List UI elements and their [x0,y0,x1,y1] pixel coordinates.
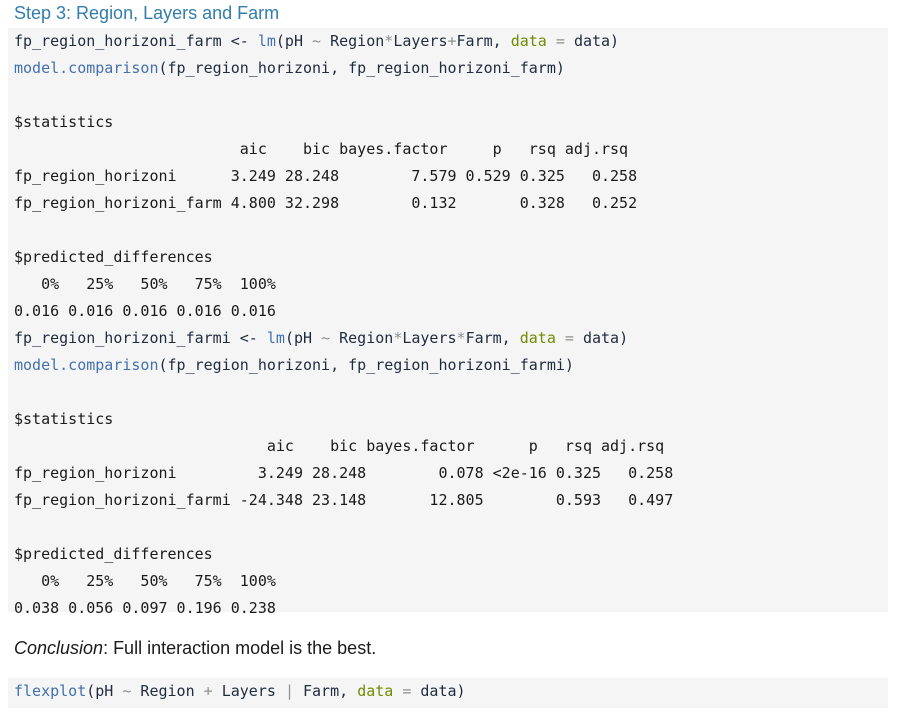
code-term: data) [582,329,629,347]
code-var: fp_region_horizoni_farm [14,32,222,50]
code-var: fp_region_horizoni_farmi [14,329,231,347]
code-assign: <- [221,32,258,50]
conclusion-body: : Full interaction model is the best. [103,638,377,658]
code-line-lm-farmi: fp_region_horizoni_farmi <- lm(pH ~ Regi… [14,325,888,352]
code-eq: = [546,32,574,50]
code-term: Farm, [293,682,358,700]
section-heading: Step 3: Region, Layers and Farm [14,3,280,23]
code-term: Region [131,682,204,700]
code-star: * [393,329,403,347]
code-assign: <- [230,329,267,347]
code-args: (fp_region_horizoni, fp_region_horizoni_… [158,59,565,77]
code-term: data) [573,32,620,50]
code-line-lm-farm: fp_region_horizoni_farm <- lm(pH ~ Regio… [14,28,888,55]
code-bar: | [284,682,294,700]
code-arg: data [519,329,556,347]
code-arg: data [357,682,394,700]
code-term: Farm, [465,329,520,347]
code-block-3: flexplot(pH ~ Region + Layers | Farm, da… [8,678,888,708]
code-term: Layers [212,682,285,700]
conclusion-label: Conclusion [14,638,104,658]
code-line-model-comparison-2: model.comparison(fp_region_horizoni, fp_… [14,352,888,379]
code-fn: model.comparison [14,356,159,374]
code-open: (pH [275,32,313,50]
code-args: (fp_region_horizoni, fp_region_horizoni_… [158,356,574,374]
code-term: data) [420,682,466,700]
code-star: * [456,329,466,347]
code-eq: = [393,682,421,700]
code-arg: data [510,32,547,50]
code-star: * [384,32,394,50]
code-tilde: ~ [321,329,331,347]
code-tilde: ~ [312,32,322,50]
code-fn: lm [257,32,276,50]
code-open: (pH [86,682,123,700]
output-block-1: $statistics aic bic bayes.factor p rsq a… [14,113,638,320]
code-plus: + [203,682,213,700]
output-block-2: $statistics aic bic bayes.factor p rsq a… [14,410,674,617]
code-block-1: fp_region_horizoni_farm <- lm(pH ~ Regio… [8,28,888,617]
code-eq: = [555,329,583,347]
code-term: Layers [393,32,448,50]
code-fn: flexplot [14,682,87,700]
code-line-model-comparison: model.comparison(fp_region_horizoni, fp_… [14,55,888,82]
code-term: Layers [402,329,457,347]
code-fn: lm [266,329,285,347]
code-term: Farm, [456,32,511,50]
code-plus: + [447,32,457,50]
code-fn: model.comparison [14,59,159,77]
code-line-flexplot: flexplot(pH ~ Region + Layers | Farm, da… [14,678,888,705]
code-open: (pH [284,329,322,347]
conclusion-text: Conclusion: Full interaction model is th… [14,638,376,659]
code-term: Region [330,329,394,347]
code-term: Region [321,32,385,50]
code-tilde: ~ [122,682,132,700]
